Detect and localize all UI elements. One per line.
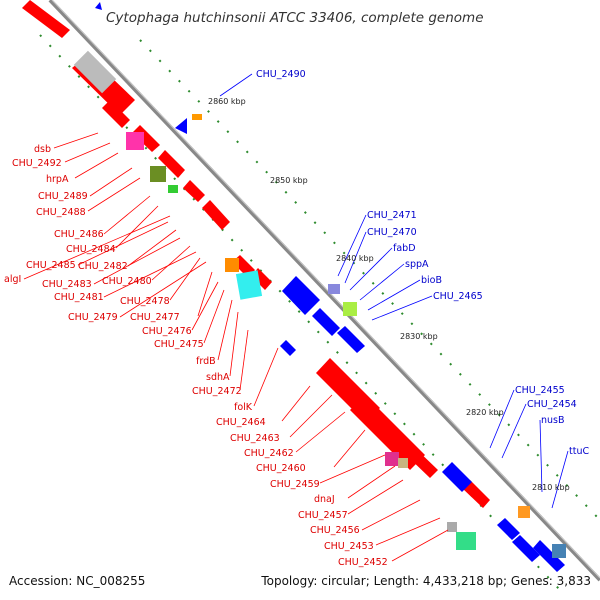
gene-label: CHU_2456 xyxy=(310,525,360,536)
genome-stats-footer: Topology: circular; Length: 4,433,218 bp… xyxy=(261,574,591,588)
gene-label: CHU_2483 xyxy=(42,279,92,290)
feature-orange-small xyxy=(518,506,530,518)
guide-line-outer xyxy=(39,34,561,591)
gene-label: CHU_2476 xyxy=(142,326,192,337)
gene-label: CHU_2488 xyxy=(36,207,86,218)
gene-label: CHU_2477 xyxy=(130,312,180,323)
gene-label: CHU_2486 xyxy=(54,229,104,240)
genome-backbone xyxy=(48,0,600,582)
gene-label: CHU_2462 xyxy=(244,448,294,459)
accession-value: NC_008255 xyxy=(76,574,146,588)
genes-label: Genes: xyxy=(510,574,553,588)
title-suffix: , complete genome xyxy=(352,10,484,26)
blue-leader-lines xyxy=(219,73,569,509)
tick-label: 2810 kbp xyxy=(532,483,570,492)
gene-label: CHU_2480 xyxy=(102,276,152,287)
reverse-strand-features xyxy=(22,0,490,508)
genes-value: 3,833 xyxy=(556,574,591,588)
gene-label: CHU_2490 xyxy=(256,69,306,80)
topology-label: Topology: xyxy=(261,574,318,588)
gene-label: CHU_2464 xyxy=(216,417,266,428)
gene-label: CHU_2460 xyxy=(256,463,306,474)
gene-label: nusB xyxy=(541,415,565,426)
feature-cyan-block xyxy=(235,270,263,300)
feature-lilac-block xyxy=(328,284,340,294)
gene-label: algI xyxy=(4,274,21,285)
tick-label: 2860 kbp xyxy=(208,97,246,106)
gene-label: dsb xyxy=(34,144,51,155)
gene-label: CHU_2459 xyxy=(270,479,320,490)
organism-name: Cytophaga hutchinsonii ATCC 33406 xyxy=(106,10,353,26)
gene-label: CHU_2457 xyxy=(298,510,348,521)
length-value: 4,433,218 bp xyxy=(422,574,503,588)
accession-label: Accession: xyxy=(9,574,73,588)
feature-magenta-block xyxy=(385,452,399,466)
feature-orange-block xyxy=(225,258,239,272)
blue-gene-labels: CHU_2490 CHU_2471 CHU_2470 fabD sppA bio… xyxy=(256,69,589,457)
feature-olive-block xyxy=(150,166,166,182)
tick-label: 2850 kbp xyxy=(270,176,308,185)
genome-backbone-highlight xyxy=(51,0,600,579)
gene-label: CHU_2484 xyxy=(66,244,116,255)
gene-label: fabD xyxy=(393,243,416,254)
feature-light-green-block xyxy=(456,532,476,550)
gene-label: CHU_2482 xyxy=(78,261,128,272)
gene-label: CHU_2481 xyxy=(54,292,104,303)
feature-steel-block xyxy=(552,544,566,558)
feature-gray-small xyxy=(447,522,457,532)
feature-orange-top xyxy=(192,114,202,120)
tick-label: 2830 kbp xyxy=(400,332,438,341)
gene-label: CHU_2453 xyxy=(324,541,374,552)
gene-label: CHU_2485 xyxy=(26,260,76,271)
tick-label: 2820 kbp xyxy=(466,408,504,417)
coordinate-ticks: 2860 kbp 2850 kbp 2840 kbp 2830 kbp 2820… xyxy=(208,97,570,492)
gene-label: CHU_2455 xyxy=(515,385,565,396)
tick-label: 2840 kbp xyxy=(336,254,374,263)
topology-value: circular xyxy=(321,574,366,588)
accession-footer: Accession: NC_008255 xyxy=(9,574,145,588)
gene-label: CHU_2454 xyxy=(527,399,577,410)
feature-green-block xyxy=(168,185,178,193)
feature-gray-block xyxy=(73,50,117,94)
gene-label: CHU_2472 xyxy=(192,386,242,397)
gene-label: CHU_2471 xyxy=(367,210,417,221)
gene-label: sdhA xyxy=(206,372,230,383)
gene-label: CHU_2463 xyxy=(230,433,280,444)
gene-label: CHU_2465 xyxy=(433,291,483,302)
feature-tan-block xyxy=(398,458,408,468)
gene-label: CHU_2489 xyxy=(38,191,88,202)
gene-label: CHU_2475 xyxy=(154,339,204,350)
red-leader-lines xyxy=(23,132,449,562)
gene-label: CHU_2478 xyxy=(120,296,170,307)
forward-strand-features xyxy=(95,2,565,572)
gene-label: CHU_2452 xyxy=(338,557,388,568)
gene-label: ttuC xyxy=(569,446,589,457)
gene-label: CHU_2492 xyxy=(12,158,62,169)
gene-label: hrpA xyxy=(46,174,69,185)
gene-label: dnaJ xyxy=(314,494,335,505)
gene-label: frdB xyxy=(196,356,216,367)
map-title: Cytophaga hutchinsonii ATCC 33406, compl… xyxy=(106,10,484,26)
feature-lime-block xyxy=(343,302,357,316)
feature-pink-block xyxy=(126,132,144,150)
gene-label: bioB xyxy=(421,275,442,286)
guide-line-inner xyxy=(139,39,600,521)
gene-label: sppA xyxy=(405,259,429,270)
gene-label: CHU_2479 xyxy=(68,312,118,323)
length-label: Length: xyxy=(373,574,420,588)
gene-label: folK xyxy=(234,402,253,413)
red-gene-labels: dsb CHU_2492 hrpA CHU_2489 CHU_2488 CHU_… xyxy=(4,144,388,568)
gene-label: CHU_2470 xyxy=(367,227,417,238)
